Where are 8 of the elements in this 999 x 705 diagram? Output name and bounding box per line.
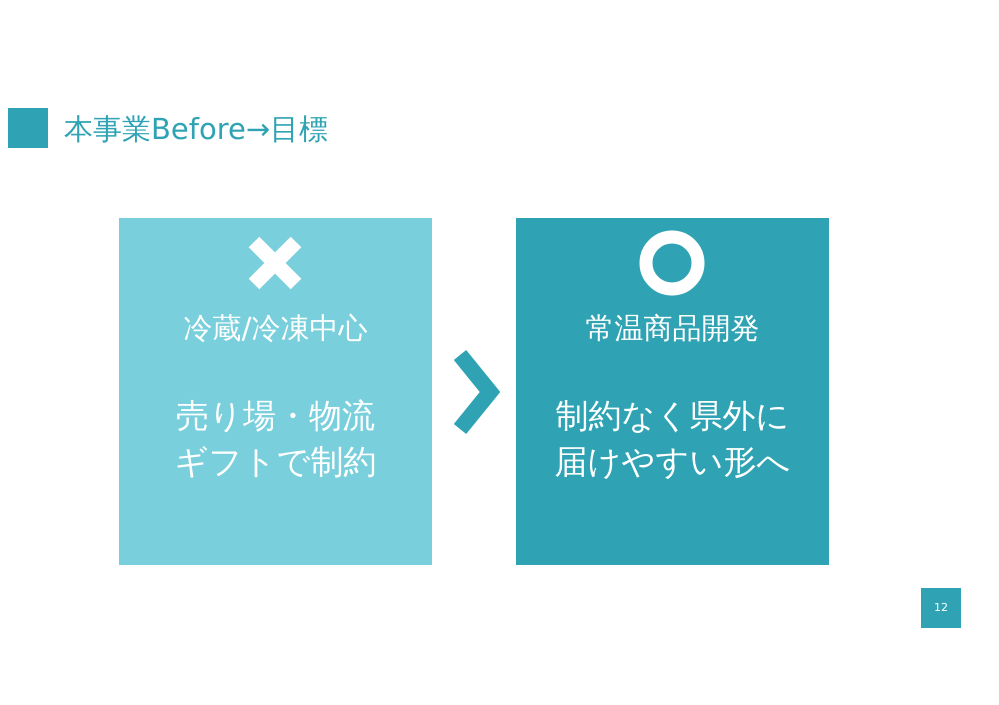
content-panel	[516, 218, 829, 565]
content-panel	[119, 218, 432, 565]
panel-heading: 冷蔵/冷凍中心	[182, 310, 368, 346]
slide-title: 本事業Before→目標	[64, 111, 328, 148]
panel-text: 制約なく県外に届けやすい形へ	[553, 395, 792, 483]
page-number: 12	[921, 588, 961, 628]
panel-text: 売り場・物流ギフトで制約	[173, 395, 378, 483]
panel-heading: 常温商品開発	[584, 310, 760, 346]
